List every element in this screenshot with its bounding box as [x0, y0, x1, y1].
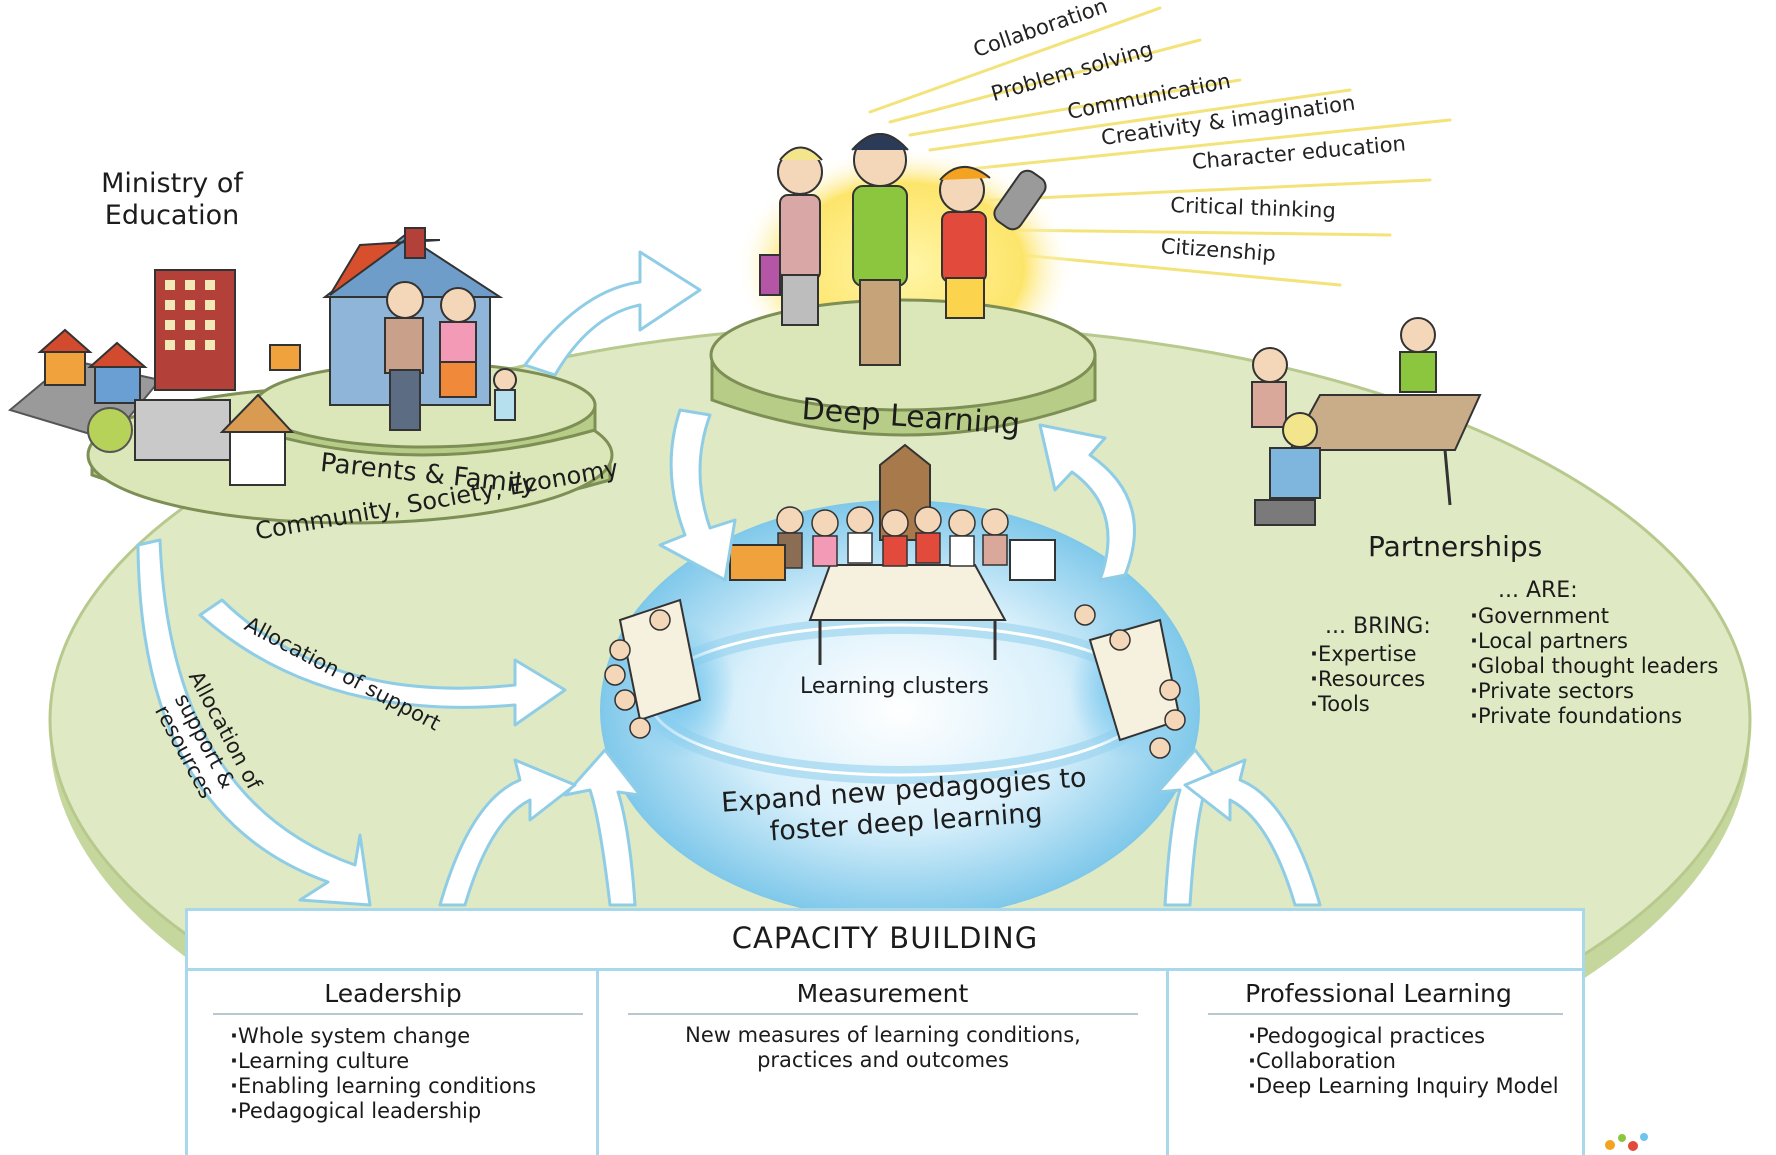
leadership-heading: Leadership — [324, 979, 462, 1008]
arrow-deep-learning-to-hub — [658, 408, 737, 582]
column-divider — [1166, 969, 1169, 1155]
arrow-capacity-far-left — [438, 758, 577, 907]
arrow-capacity-far-right — [1183, 758, 1322, 907]
bring-heading: ... BRING: — [1325, 614, 1431, 639]
arrow-hub-to-deep-learning — [1038, 423, 1136, 582]
are-list: Government Local partners Global thought… — [1470, 604, 1718, 729]
are-item: Private foundations — [1470, 704, 1718, 729]
learning-hub — [600, 443, 1200, 920]
are-item: Private sectors — [1470, 679, 1718, 704]
professional-learning-list: Pedogogical practices Collaboration Deep… — [1248, 1024, 1559, 1099]
bring-item: Resources — [1310, 667, 1425, 692]
heading-rule — [1208, 1013, 1563, 1015]
measurement-text: New measures of learning conditions, pra… — [685, 1023, 1081, 1072]
flow-arrows — [136, 250, 1322, 907]
heading-rule — [628, 1013, 1138, 1015]
column-divider — [596, 969, 599, 1155]
learning-clusters-label: Learning clusters — [800, 674, 989, 699]
leadership-list: Whole system change Learning culture Ena… — [230, 1024, 536, 1124]
measurement-heading: Measurement — [796, 979, 969, 1008]
are-item: Local partners — [1470, 629, 1718, 654]
town-illustration — [7, 269, 301, 486]
professional-learning-item: Pedogogical practices — [1248, 1024, 1559, 1049]
arrow-allocation-resources — [136, 538, 372, 907]
are-heading: ... ARE: — [1498, 578, 1578, 603]
are-item: Government — [1470, 604, 1718, 629]
bring-list: Expertise Resources Tools — [1310, 642, 1425, 717]
ministry-label: Ministry of Education — [101, 168, 243, 231]
students-figures — [759, 133, 1047, 366]
professional-learning-heading: Professional Learning — [1245, 979, 1512, 1008]
family-house — [322, 227, 517, 431]
deep-learning-pedestal — [709, 133, 1097, 437]
leadership-item: Pedagogical leadership — [230, 1099, 536, 1124]
heading-rule — [213, 1013, 583, 1015]
leadership-item: Enabling learning conditions — [230, 1074, 536, 1099]
professional-learning-item: Collaboration — [1248, 1049, 1559, 1074]
arrow-family-to-deep-learning — [523, 250, 702, 377]
bring-item: Expertise — [1310, 642, 1425, 667]
panel-divider — [188, 968, 1582, 971]
arrow-allocation-support — [198, 598, 567, 727]
are-item: Global thought leaders — [1470, 654, 1718, 679]
bring-item: Tools — [1310, 692, 1425, 717]
professional-learning-item: Deep Learning Inquiry Model — [1248, 1074, 1559, 1099]
organisation-logo — [1605, 1133, 1648, 1151]
leadership-item: Whole system change — [230, 1024, 536, 1049]
capacity-building-title: CAPACITY BUILDING — [731, 921, 1039, 955]
skill-rays — [868, 6, 1452, 287]
arrow-capacity-left — [563, 748, 642, 907]
capacity-building-panel: CAPACITY BUILDING Leadership Whole syste… — [185, 908, 1585, 1155]
leadership-item: Learning culture — [230, 1049, 536, 1074]
partnerships-title: Partnerships — [1368, 530, 1543, 563]
partnership-meeting — [1251, 317, 1482, 526]
